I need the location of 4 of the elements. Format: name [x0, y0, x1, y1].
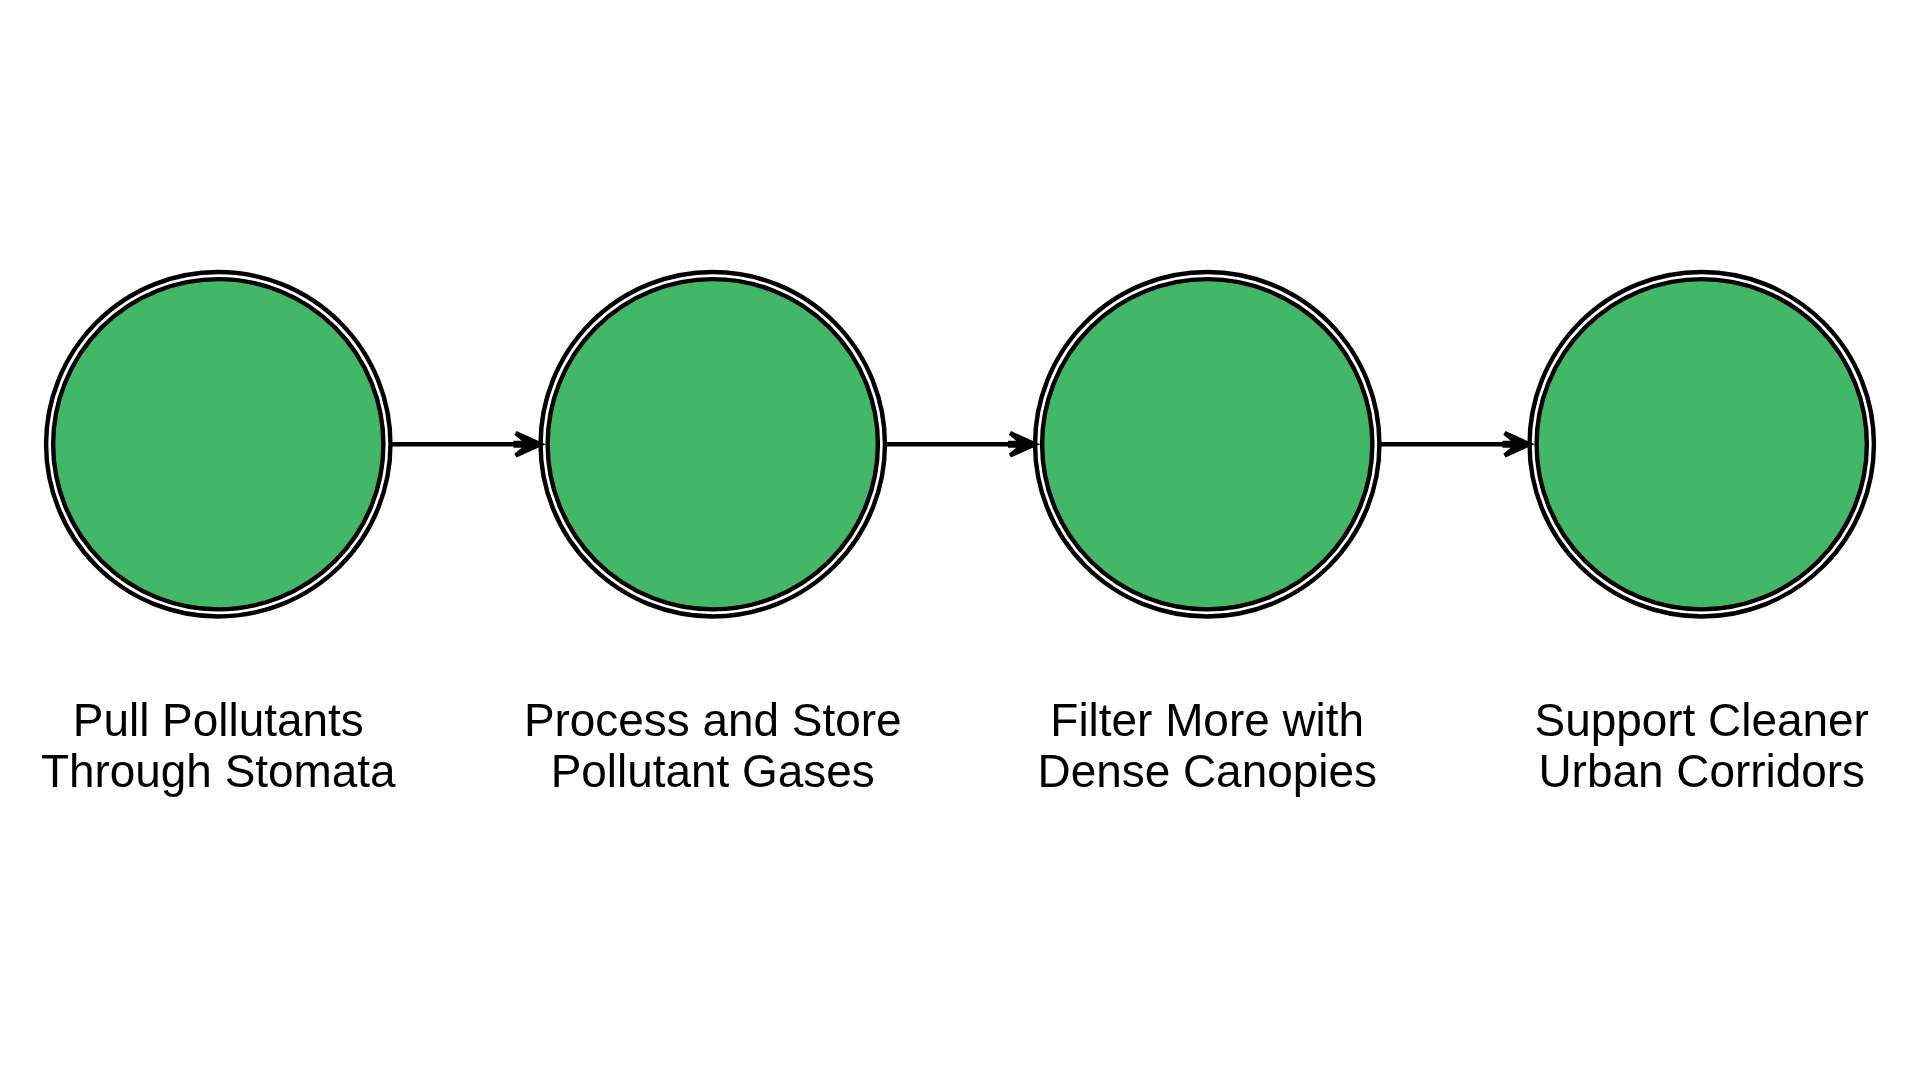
node-label: Process and Store Pollutant Gases [523, 693, 902, 797]
node-label: Filter More with Dense Canopies [1037, 693, 1377, 797]
node-label: Pull Pollutants Through Stomata [40, 693, 396, 797]
node-label: Support Cleaner Urban Corridors [1534, 693, 1869, 797]
